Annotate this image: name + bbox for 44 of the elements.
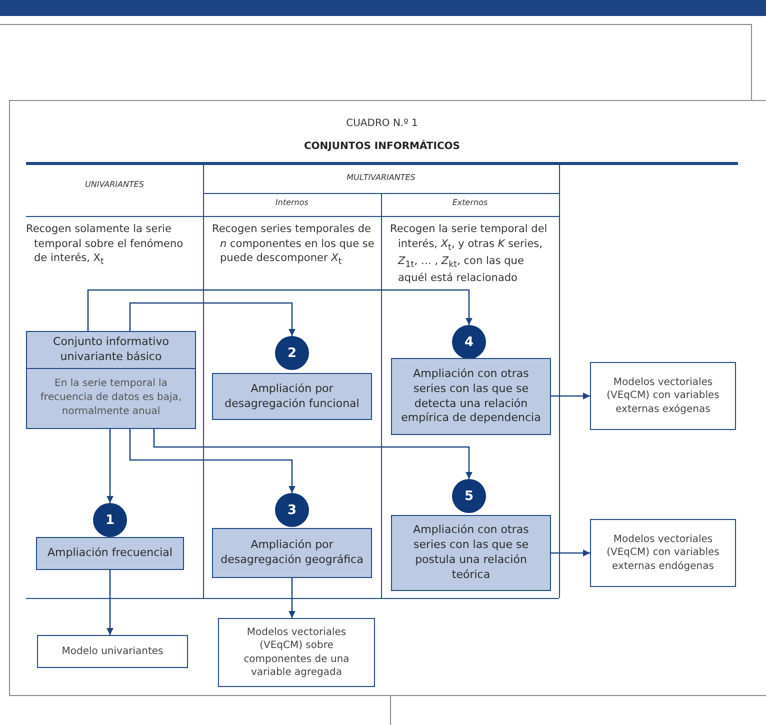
box-text: Modelos vectoriales (VEqCM) sobre componentes de una variable agregada	[242, 626, 350, 680]
box-text: Ampliación frecuencial	[46, 545, 174, 562]
process-box	[212, 373, 372, 420]
box-heading: Conjunto informativo univariante básico	[27, 332, 195, 369]
arrow	[106, 570, 114, 635]
arrow	[129, 302, 296, 336]
box-text: Ampliación con otras series con las que se detecta una relación empírica de dependencia	[400, 366, 542, 426]
model-box	[218, 618, 375, 687]
arrow	[288, 578, 296, 618]
column-header: UNIVARIANTES	[84, 180, 145, 190]
arrow	[87, 289, 472, 331]
process-box	[391, 358, 551, 435]
model-box	[590, 362, 736, 430]
step-number: 4	[452, 325, 486, 359]
step-number: 2	[275, 336, 309, 370]
model-box	[590, 519, 736, 587]
arrow	[106, 429, 114, 503]
process-box	[391, 515, 551, 591]
arrow	[153, 429, 472, 479]
source-box	[26, 331, 196, 429]
model-box	[37, 635, 188, 668]
box-text: Ampliación por desagregación funcional	[224, 380, 360, 412]
column-description: Recogen solamente la serie temporal sobre el fenómeno de interés, X$_{t}$	[26, 222, 184, 269]
box-text: Modelos vectoriales (VEqCM) con variables externas exógenas	[606, 376, 720, 417]
step-number: 1	[93, 503, 127, 537]
box-text: Ampliación por desagregación geográfica	[220, 537, 364, 568]
column-header: MULTIVARIANTES	[346, 173, 416, 184]
box-text: Modelo univariantes	[60, 644, 164, 659]
arrow	[129, 429, 296, 493]
diagram-title: CONJUNTOS INFORMÁTICOS	[302, 141, 462, 152]
box-text: Modelos vectoriales (VEqCM) con variables externas endógenas	[606, 532, 720, 574]
column-header: Externos	[451, 198, 489, 208]
column-header: Internos	[274, 198, 310, 208]
arrow	[551, 550, 590, 556]
column-description: Recogen series temporales de n componentes en los que se puede descomponer X$_{t}$	[212, 222, 376, 269]
step-number: 3	[275, 493, 309, 527]
table-number: CUADRO N.º 1	[345, 117, 419, 130]
step-number: 5	[452, 479, 486, 513]
box-text: Ampliación con otras series con las que se postula una relación teórica	[412, 522, 530, 583]
column-description: Recogen la serie temporal del interés, X$_{t}$, y otras K series, Z$_{1t}$, … , Z$_{kt}$, con las que aquél está relacionado	[390, 222, 548, 286]
process-box	[212, 528, 372, 578]
box-text: En la serie temporal la frecuencia de datos es baja, normalmente anual	[39, 377, 183, 420]
arrow	[551, 392, 590, 400]
process-box	[36, 537, 184, 570]
